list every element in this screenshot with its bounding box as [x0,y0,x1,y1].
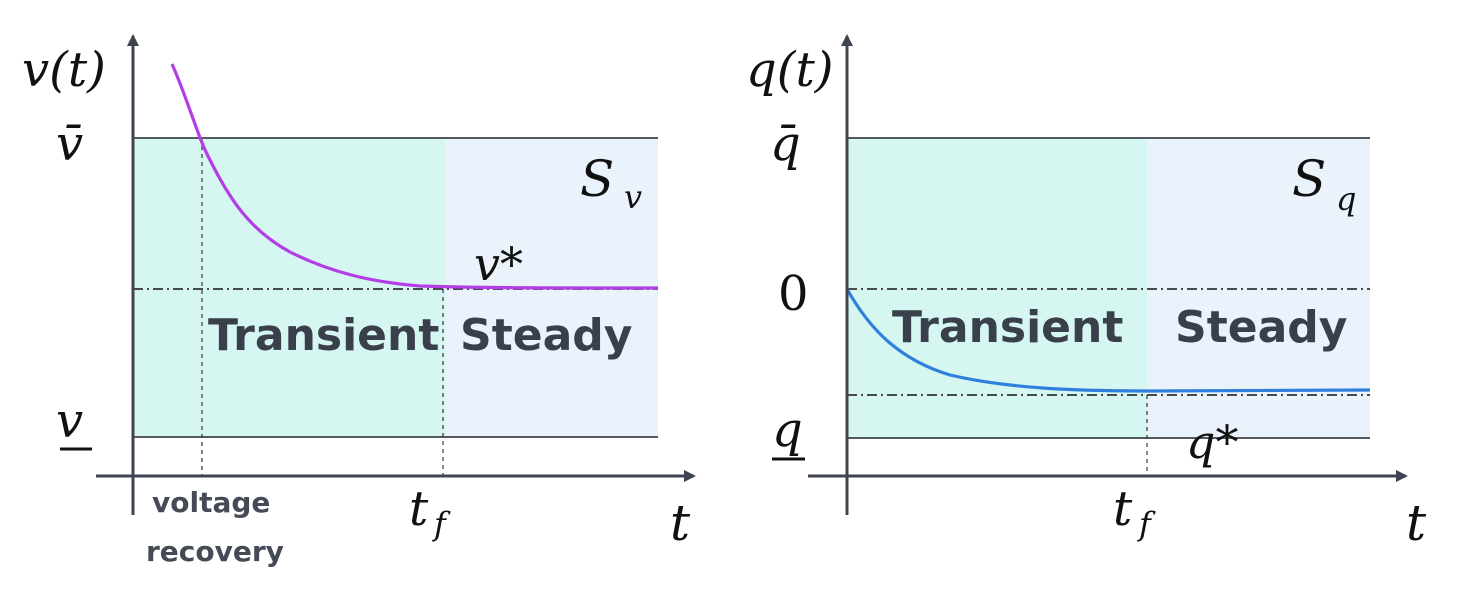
y-axis-label: v(t) [22,42,106,98]
steady-label: Steady [1175,302,1347,353]
steady-label: Steady [460,310,632,361]
set-label-subscript: v [624,178,642,216]
lower-bound-label: q [772,402,803,458]
x-axis-label: t [670,494,691,552]
reactive-power-panel: q(t) q̄ 0 q S q Transient Steady q* t f … [746,34,1427,552]
steady-region [1147,138,1370,438]
reactive-power-curve [845,288,1371,393]
final-time-label: t f [409,481,451,543]
transient-region [847,138,1147,438]
final-time-subscript: f [1137,505,1156,543]
recovery-note-line-2: recovery [146,535,284,568]
zero-label: 0 [778,266,809,322]
set-label: S q [1292,150,1356,218]
voltage-panel: v(t) v̄ v S v v* Transient Steady t f t … [22,34,696,568]
final-time-main: t [409,481,429,537]
y-axis-label: q(t) [746,42,833,98]
voltage-curve [170,63,659,290]
transient-label: Transient [892,302,1123,353]
set-label-main: S [1292,150,1326,208]
final-time-label: t f [1113,481,1156,543]
final-time-main: t [1113,481,1133,537]
lower-bound-label: v [56,393,83,449]
set-label-subscript: q [1336,180,1356,218]
steady-value-label: q* [1186,415,1238,469]
set-label-main: S [580,150,614,208]
recovery-note-line-1: voltage [152,486,270,519]
upper-bound-label: q̄ [770,116,801,172]
final-time-subscript: f [432,505,451,543]
steady-value-label: v* [474,237,523,291]
upper-bound-label: v̄ [56,116,83,172]
set-label: S v [580,150,642,216]
transient-label: Transient [208,310,439,361]
transient-region [133,138,445,437]
x-axis-label: t [1406,494,1427,552]
